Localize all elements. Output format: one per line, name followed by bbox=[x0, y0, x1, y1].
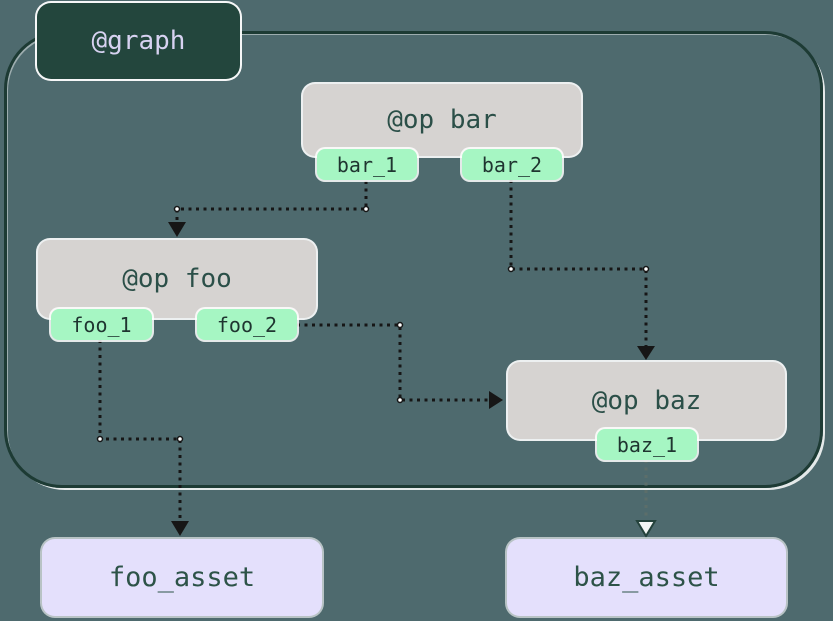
op-node-foo: @op foo bbox=[38, 240, 316, 318]
graph-boundary bbox=[4, 31, 823, 488]
output-tag-bar_1: bar_1 bbox=[317, 149, 417, 180]
asset-node-foo_asset: foo_asset bbox=[42, 539, 322, 616]
op-baz-label: @op baz bbox=[591, 385, 702, 416]
output-tag-baz_1-label: baz_1 bbox=[616, 432, 678, 457]
op-node-baz: @op baz bbox=[508, 362, 785, 439]
output-tag-bar_2-label: bar_2 bbox=[481, 152, 543, 177]
op-bar-label: @op bar bbox=[387, 105, 497, 135]
output-tag-foo_1-label: foo_1 bbox=[71, 312, 132, 337]
output-tag-foo_2: foo_2 bbox=[197, 309, 297, 340]
arrowhead-down-hollow-icon bbox=[635, 520, 657, 538]
graph-label: @graph bbox=[37, 3, 240, 79]
asset-node-baz_asset: baz_asset bbox=[507, 539, 786, 616]
output-tag-foo_1: foo_1 bbox=[51, 309, 152, 340]
asset-foo-label: foo_asset bbox=[108, 562, 256, 593]
op-foo-label: @op foo bbox=[122, 264, 232, 294]
op-node-bar: @op bar bbox=[303, 84, 581, 156]
output-tag-baz_1: baz_1 bbox=[597, 429, 697, 460]
output-tag-foo_2-label: foo_2 bbox=[216, 312, 278, 337]
graph-label-text: @graph bbox=[91, 26, 186, 56]
asset-baz-label: baz_asset bbox=[573, 562, 720, 593]
arrowhead-down-icon bbox=[171, 521, 189, 536]
output-tag-bar_1-label: bar_1 bbox=[336, 152, 398, 177]
output-tag-bar_2: bar_2 bbox=[462, 149, 562, 180]
